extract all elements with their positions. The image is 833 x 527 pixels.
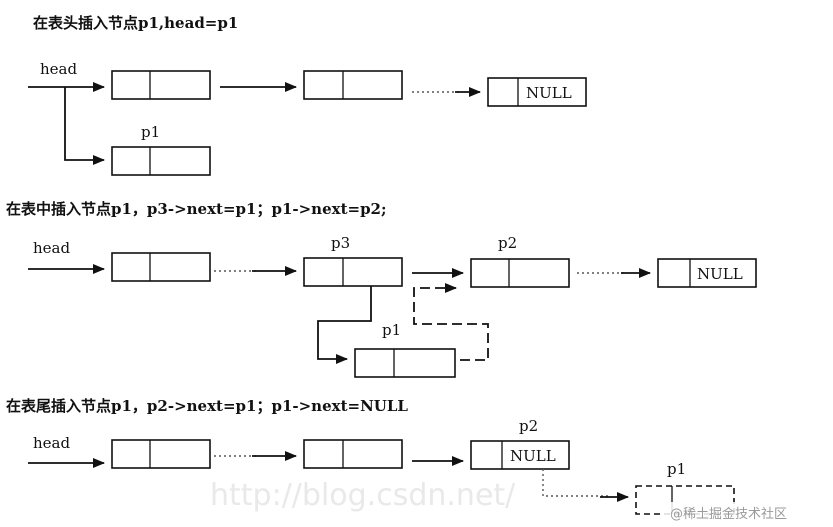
node-2a: [111, 252, 211, 282]
node-1-p1: [111, 146, 211, 176]
head-label-2: head: [33, 239, 70, 257]
dotted-link-p2-p1: [542, 469, 610, 497]
watermark-bg: [664, 502, 830, 524]
head-label-1: head: [40, 60, 77, 78]
arrow-p1-to-p2: [413, 287, 489, 361]
caption-head-insert: 在表头插入节点p1,head=p1: [33, 14, 238, 32]
section-middle-insert: 在表中插入节点p1，p3->next=p1；p1->next=p2; head …: [6, 200, 757, 378]
watermark-text: @稀土掘金技术社区: [670, 506, 787, 522]
node-1b: [303, 70, 403, 100]
null-text-1: NULL: [526, 84, 572, 102]
node-1-null: NULL: [487, 77, 587, 107]
node-2-p2: [470, 258, 570, 288]
p2-label-2: p2: [498, 234, 517, 252]
arrow-p3-to-p1: [317, 286, 372, 364]
node-3b: [303, 439, 403, 469]
null-text-3: NULL: [510, 447, 556, 465]
node-2-null: NULL: [657, 258, 757, 288]
p2-label-3: p2: [519, 417, 538, 435]
head-label-3: head: [33, 434, 70, 452]
head-branch-arrow: [64, 87, 105, 165]
ghost-watermark: http://blog.csdn.net/: [210, 478, 516, 513]
p1-label-1: p1: [141, 123, 160, 141]
section-head-insert: 在表头插入节点p1,head=p1 head NULL p1: [28, 14, 587, 176]
section-tail-insert: 在表尾插入节点p1，p2->next=p1；p1->next=NULL head…: [6, 397, 735, 515]
p1-label-2: p1: [382, 321, 401, 339]
node-3a: [111, 439, 211, 469]
caption-middle-insert: 在表中插入节点p1，p3->next=p1；p1->next=p2;: [6, 200, 387, 218]
null-text-2: NULL: [697, 265, 743, 283]
node-3-p2: NULL: [470, 440, 570, 470]
node-2-p1: [354, 348, 456, 378]
node-1a: [111, 70, 211, 100]
p1-label-3: p1: [667, 460, 686, 478]
node-2-p3: [303, 257, 403, 287]
caption-tail-insert: 在表尾插入节点p1，p2->next=p1；p1->next=NULL: [6, 397, 408, 415]
p3-label: p3: [331, 234, 350, 252]
